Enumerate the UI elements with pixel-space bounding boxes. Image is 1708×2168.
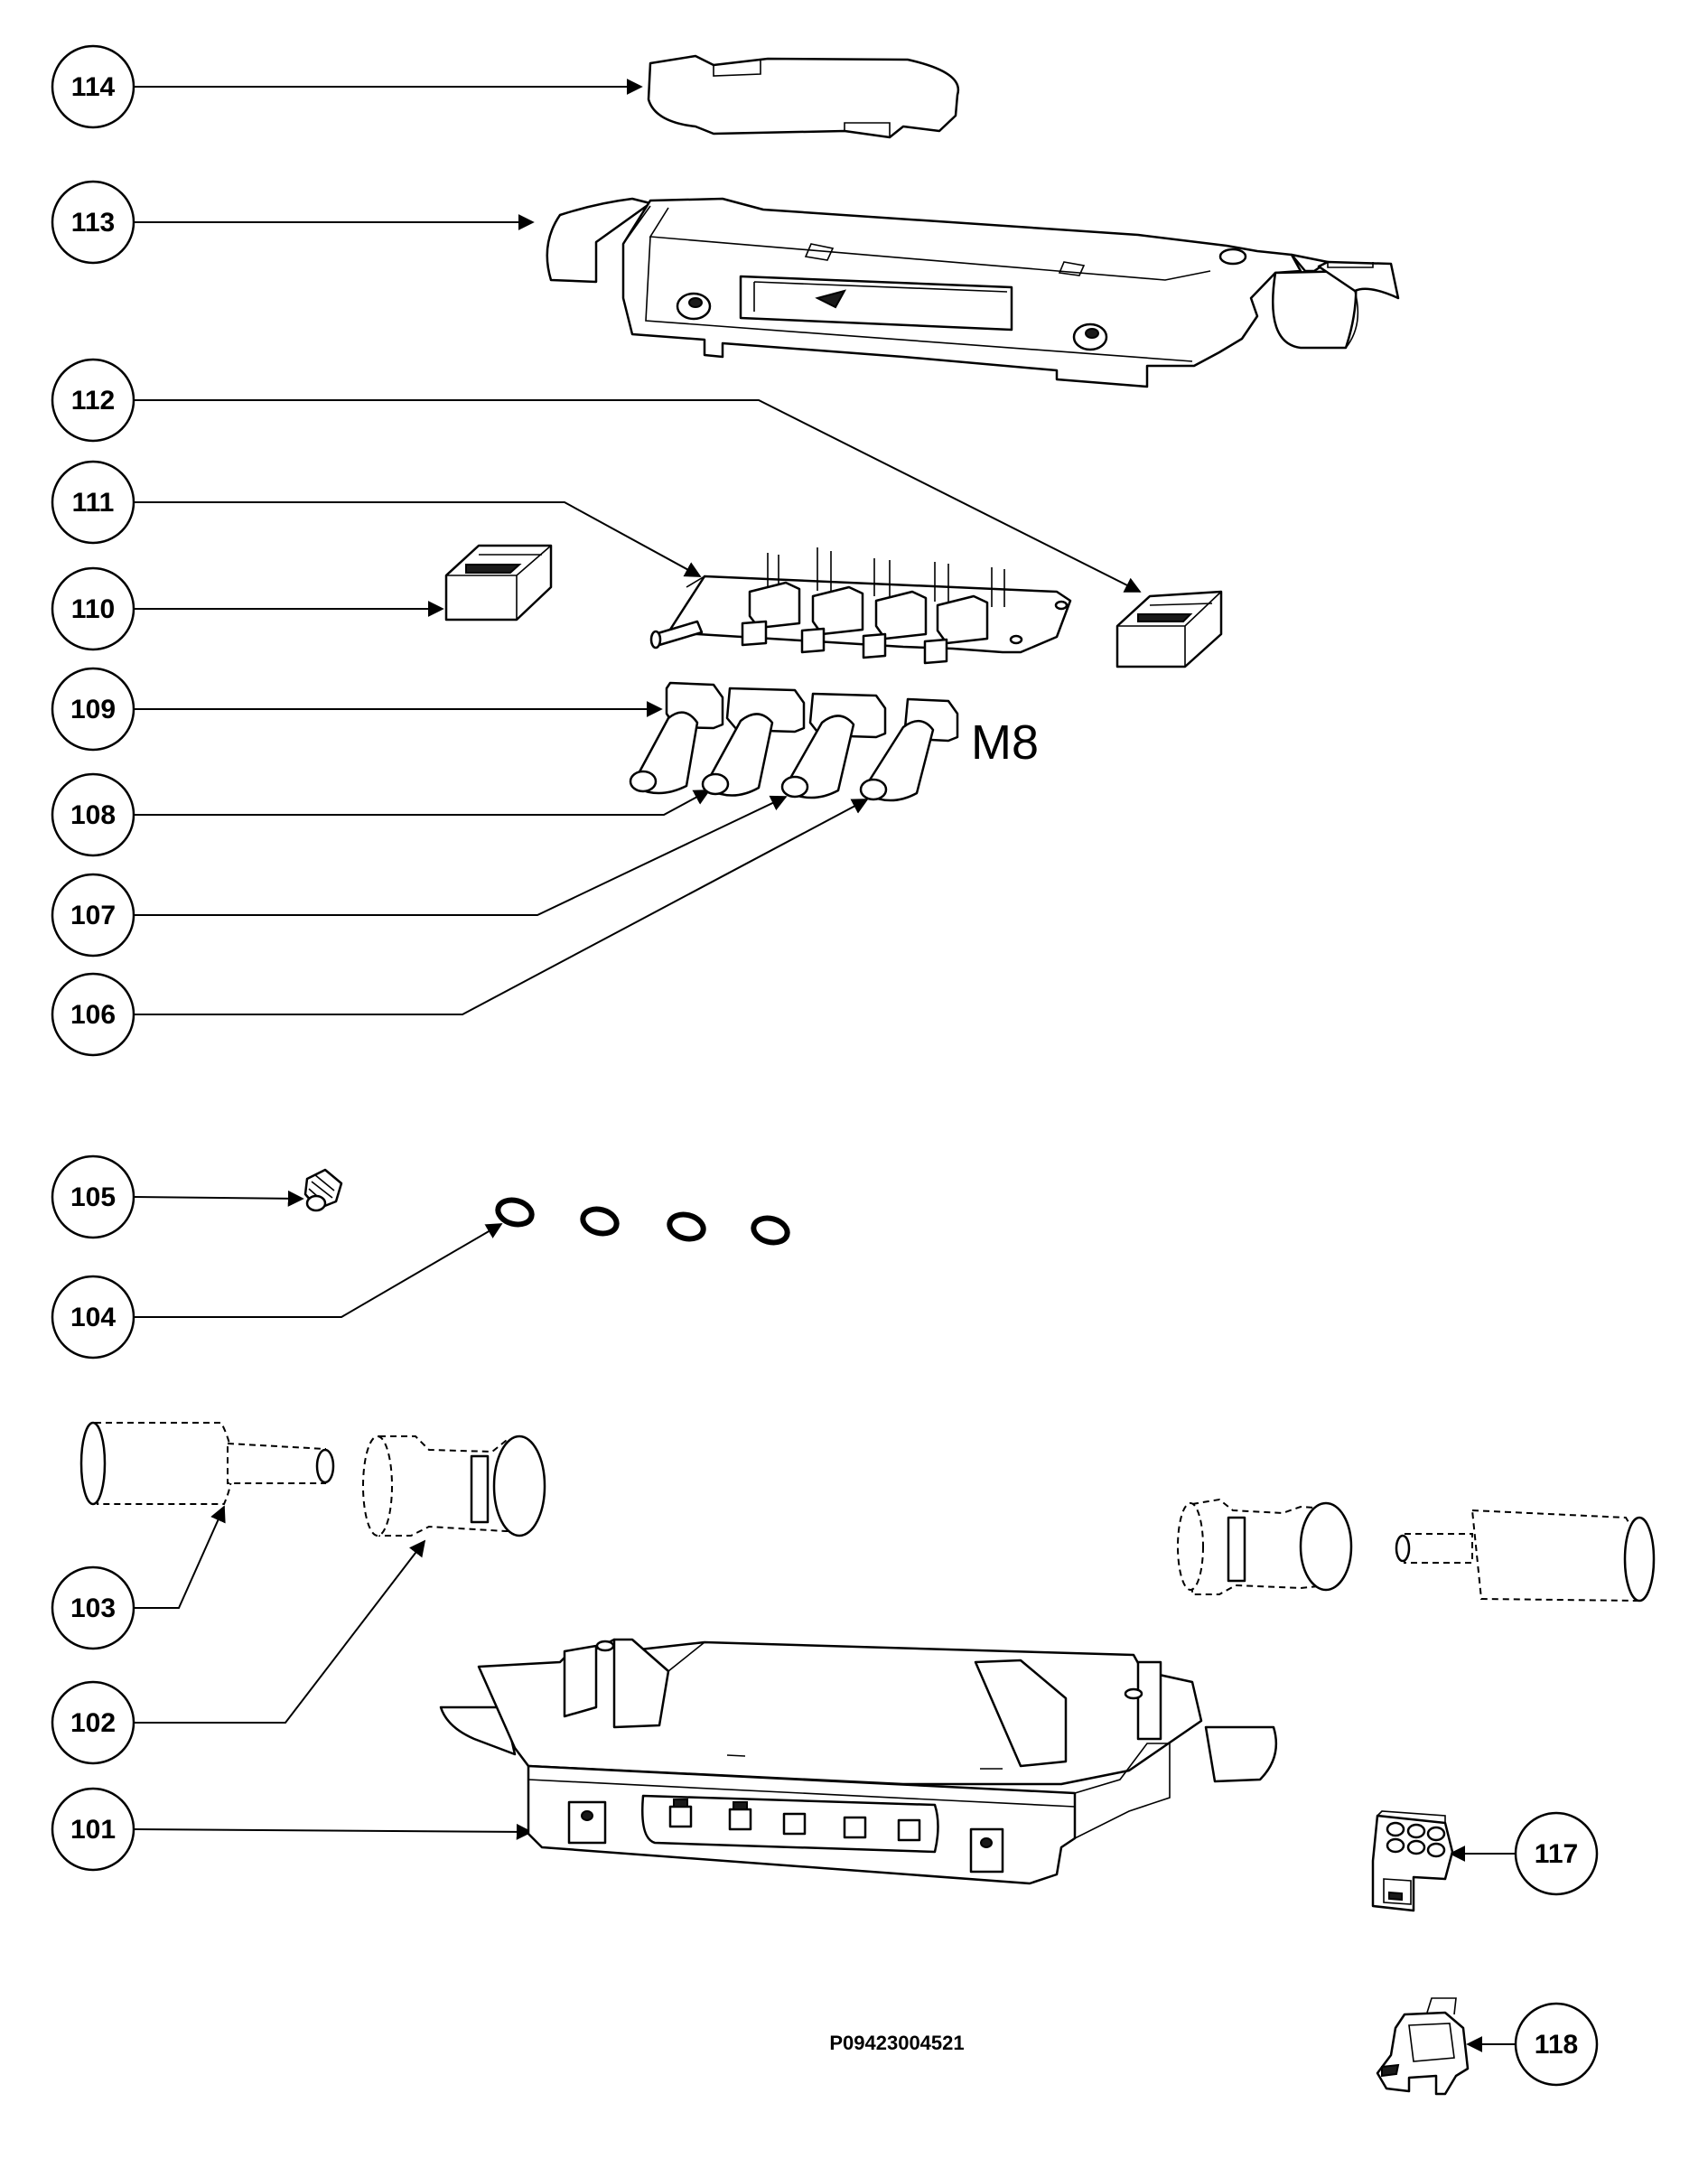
part-112-block xyxy=(1115,590,1223,668)
part-114-lid xyxy=(647,54,960,139)
part-105-screw xyxy=(303,1168,343,1212)
svg-text:102: 102 xyxy=(70,1708,116,1738)
figure-code: P09423004521 xyxy=(829,2032,964,2054)
right-coupler-and-cap xyxy=(1177,1498,1656,1603)
callout-104: 104 xyxy=(51,1275,135,1360)
callout-103: 103 xyxy=(51,1565,135,1650)
svg-text:104: 104 xyxy=(70,1303,116,1332)
svg-text:112: 112 xyxy=(71,386,115,416)
part-110-block xyxy=(444,544,553,621)
callout-107: 107 xyxy=(51,873,135,958)
svg-text:103: 103 xyxy=(70,1593,116,1623)
svg-text:109: 109 xyxy=(70,695,116,724)
part-106-108-knob-shafts xyxy=(629,711,935,802)
callout-117: 117 xyxy=(1514,1811,1599,1896)
leader-104 xyxy=(134,1223,503,1318)
svg-text:113: 113 xyxy=(71,208,115,238)
part-111-switch-board xyxy=(649,547,1072,665)
part-101-base-housing xyxy=(439,1638,1278,1885)
callout-113: 113 xyxy=(51,180,135,265)
part-102-coupler-left xyxy=(362,1434,546,1537)
svg-text:108: 108 xyxy=(70,800,116,830)
callout-118: 118 xyxy=(1514,2002,1599,2087)
callout-109: 109 xyxy=(51,667,135,752)
svg-text:106: 106 xyxy=(70,1000,116,1030)
svg-text:118: 118 xyxy=(1535,2030,1578,2060)
svg-text:110: 110 xyxy=(71,594,115,624)
switch-units xyxy=(741,547,1005,665)
callout-108: 108 xyxy=(51,772,135,857)
svg-text:107: 107 xyxy=(70,901,116,930)
callout-102: 102 xyxy=(51,1680,135,1765)
callout-106: 106 xyxy=(51,972,135,1057)
svg-text:101: 101 xyxy=(70,1815,116,1845)
callout-105: 105 xyxy=(51,1154,135,1239)
leader-107 xyxy=(134,795,788,916)
svg-text:111: 111 xyxy=(72,488,115,518)
callout-111: 111 xyxy=(51,460,135,545)
svg-text:117: 117 xyxy=(1535,1839,1578,1869)
leader-112 xyxy=(134,399,1142,593)
leader-105 xyxy=(133,1190,304,1207)
svg-text:114: 114 xyxy=(71,72,116,102)
callout-110: 110 xyxy=(51,566,135,651)
leader-lines xyxy=(133,79,1516,2052)
leader-102 xyxy=(134,1539,426,1724)
part-104-washers xyxy=(495,1197,790,1246)
part-118-clip-connector xyxy=(1376,1997,1470,2096)
callout-101: 101 xyxy=(51,1787,135,1872)
callout-114: 114 xyxy=(51,44,135,129)
callout-112: 112 xyxy=(51,358,135,443)
part-117-connector xyxy=(1371,1810,1454,1912)
m8-label: M8 xyxy=(971,715,1039,770)
leader-111 xyxy=(134,501,702,577)
leader-106 xyxy=(134,799,869,1015)
part-103-end-cap-left xyxy=(79,1421,335,1506)
leader-101 xyxy=(133,1823,533,1840)
svg-text:105: 105 xyxy=(70,1182,116,1212)
leader-103 xyxy=(134,1505,226,1609)
part-113-upper-housing xyxy=(546,197,1400,388)
leader-108 xyxy=(134,790,711,816)
